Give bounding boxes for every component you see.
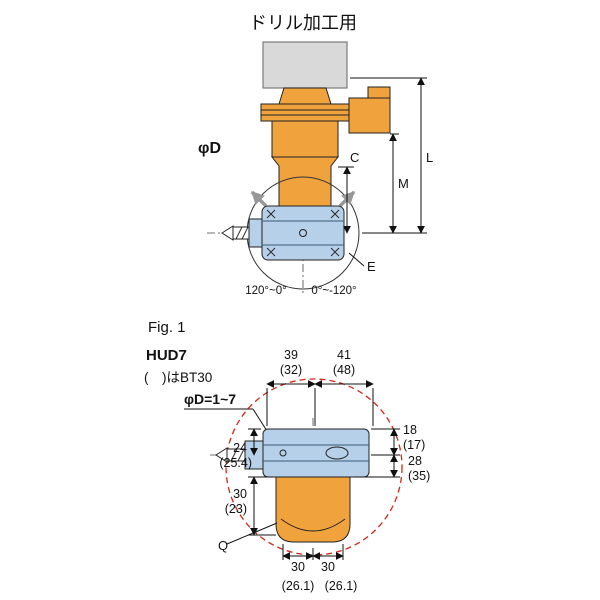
dim-18-alt: (17) bbox=[403, 438, 425, 452]
stop-bracket bbox=[348, 86, 391, 134]
dim-30-bottom-a: 30 bbox=[291, 560, 305, 574]
head-screw-marks bbox=[266, 209, 340, 257]
dim-39: 39 bbox=[284, 348, 298, 362]
dim-261-a: (26.1) bbox=[282, 579, 315, 593]
wrench-flat-arc bbox=[280, 518, 346, 532]
machine-spindle bbox=[262, 41, 348, 89]
bottom-view-dimensions bbox=[226, 380, 400, 560]
drill-flute-lines bbox=[235, 226, 249, 240]
head-center-bore-bottom bbox=[279, 449, 287, 457]
model-name: HUD7 bbox=[146, 347, 187, 364]
dim-e-label: E bbox=[367, 259, 376, 274]
dim-41: 41 bbox=[337, 348, 351, 362]
spindle-collar bbox=[248, 218, 263, 248]
drill-tip bbox=[221, 225, 234, 241]
dim-l-label: L bbox=[426, 150, 433, 165]
dim-41-alt: (48) bbox=[333, 363, 355, 377]
bt30-note: ( )はBT30 bbox=[144, 370, 212, 385]
dim-24-alt: (25.4) bbox=[219, 456, 252, 470]
dim-q-label: Q bbox=[218, 538, 228, 553]
dim-39-alt: (32) bbox=[280, 363, 302, 377]
dim-m-label: M bbox=[398, 176, 409, 191]
drill-shank-bottom bbox=[226, 448, 246, 462]
phi-d-label: φD bbox=[198, 140, 221, 157]
drill-flute-lines-bottom bbox=[230, 448, 245, 462]
dim-18: 18 bbox=[403, 423, 417, 437]
dim-24: 24 bbox=[233, 441, 247, 455]
dim-28-alt: (35) bbox=[408, 469, 430, 483]
dim-30-bottom-b: 30 bbox=[321, 560, 335, 574]
dim-261-b: (26.1) bbox=[325, 579, 358, 593]
holder-body-upper bbox=[271, 120, 339, 158]
dim-30-left-alt: (23) bbox=[225, 502, 247, 516]
interference-envelope-circle bbox=[225, 378, 403, 556]
drill-range-leader bbox=[184, 408, 268, 432]
dim-30-left: 30 bbox=[233, 487, 247, 501]
holder-body-bottom bbox=[275, 476, 351, 543]
angle-head bbox=[261, 205, 345, 261]
top-view-drawing bbox=[207, 41, 391, 293]
angle-head-bottom bbox=[262, 428, 370, 478]
drill-range-label: φD=1~7 bbox=[184, 391, 236, 407]
swivel-arrow-left-icon bbox=[250, 190, 268, 208]
dim-28: 28 bbox=[408, 454, 422, 468]
angle-range-left: 120°~0° bbox=[245, 285, 287, 297]
taper-shank bbox=[278, 87, 332, 105]
page-title: ドリル加工用 bbox=[249, 13, 357, 33]
head-center-bore bbox=[299, 229, 307, 237]
head-slot bbox=[325, 446, 349, 460]
top-view-dimensions bbox=[338, 77, 427, 267]
bottom-view-drawing bbox=[210, 378, 403, 556]
figure-label: Fig. 1 bbox=[148, 319, 186, 336]
dim-c-label: C bbox=[350, 150, 359, 165]
v-flange bbox=[260, 103, 350, 122]
angle-range-right: 0°~-120° bbox=[311, 285, 356, 297]
